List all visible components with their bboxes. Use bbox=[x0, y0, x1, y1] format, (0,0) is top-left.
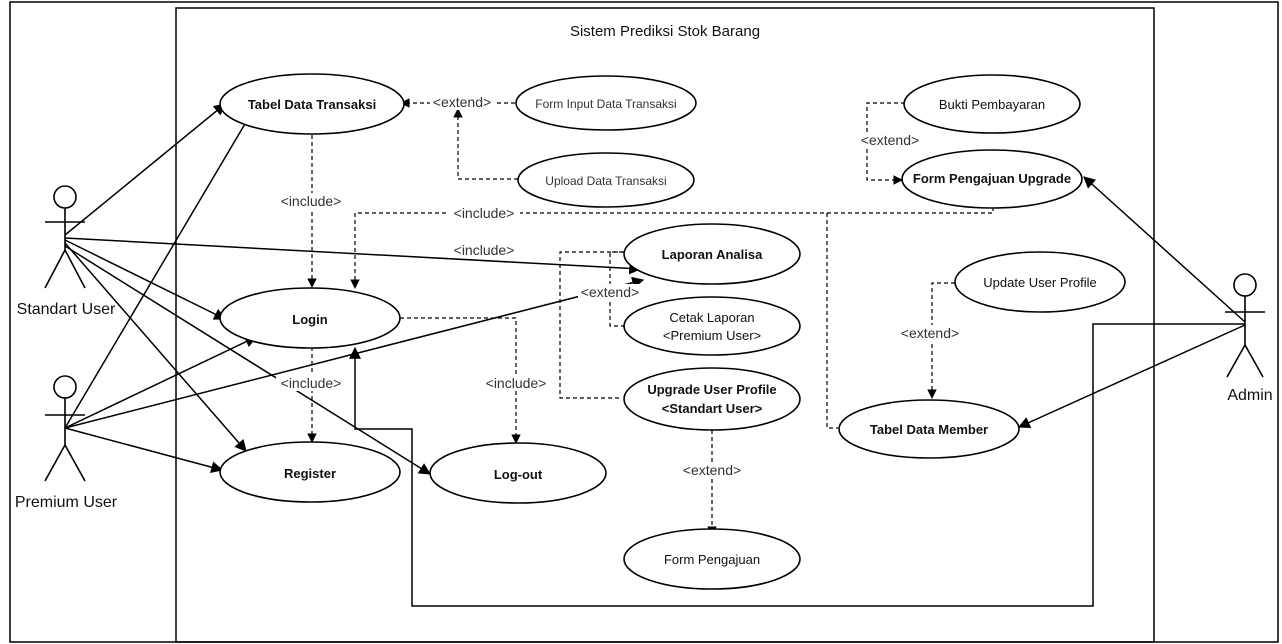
svg-text:Form Pengajuan: Form Pengajuan bbox=[664, 552, 760, 567]
label-include-login-register: <include> bbox=[276, 375, 346, 391]
assoc-std-log-out bbox=[64, 245, 432, 475]
svg-text:Login: Login bbox=[292, 312, 327, 327]
actor-admin-label: Admin bbox=[1227, 387, 1272, 404]
use-case-upgrade-user-profile[interactable]: Upgrade User Profile <Standart User> bbox=[623, 367, 801, 431]
assoc-admin-tabel-data-member bbox=[1017, 324, 1246, 429]
svg-text:Update User Profile: Update User Profile bbox=[983, 275, 1096, 290]
assoc-admin-login bbox=[349, 323, 1245, 607]
svg-text:<extend>: <extend> bbox=[433, 94, 491, 110]
svg-text:<extend>: <extend> bbox=[901, 325, 959, 341]
assoc-std-laporan-analisa bbox=[64, 237, 642, 275]
assoc-std-tabel-data-transaksi bbox=[64, 103, 226, 236]
actor-standard-user-label: Standart User bbox=[17, 301, 116, 318]
svg-text:Cetak Laporan: Cetak Laporan bbox=[669, 310, 754, 325]
label-include-upgrade-login: <include> bbox=[448, 205, 520, 221]
assoc-prem-tabel-data-transaksi bbox=[64, 105, 256, 429]
assoc-prem-register bbox=[64, 427, 224, 474]
label-extend-tabel: <extend> bbox=[430, 94, 494, 110]
label-include-laporan: <include> bbox=[448, 242, 520, 258]
svg-text:<include>: <include> bbox=[454, 205, 515, 221]
svg-text:<include>: <include> bbox=[281, 375, 342, 391]
include-tabel-member-dashed bbox=[826, 213, 838, 429]
use-case-form-pengajuan-upgrade[interactable]: Form Pengajuan Upgrade bbox=[901, 149, 1083, 209]
extend-update-to-tabel-member bbox=[927, 282, 955, 399]
svg-text:Form Pengajuan Upgrade: Form Pengajuan Upgrade bbox=[913, 171, 1071, 186]
svg-text:<Standart User>: <Standart User> bbox=[662, 401, 763, 416]
svg-text:Laporan Analisa: Laporan Analisa bbox=[662, 247, 763, 262]
system-boundary bbox=[175, 7, 1155, 643]
use-case-register[interactable]: Register bbox=[219, 441, 401, 503]
actor-admin: Admin bbox=[1225, 273, 1273, 404]
system-title: Sistem Prediksi Stok Barang bbox=[570, 23, 760, 40]
use-case-upload-data-transaksi[interactable]: Upload Data Transaksi bbox=[517, 152, 695, 208]
svg-text:Log-out: Log-out bbox=[494, 467, 543, 482]
actor-premium-user-label: Premium User bbox=[15, 494, 118, 511]
use-case-bukti-pembayaran[interactable]: Bukti Pembayaran bbox=[903, 74, 1081, 134]
use-case-form-input-data-transaksi[interactable]: Form Input Data Transaksi bbox=[515, 75, 697, 131]
svg-text:Tabel Data Transaksi: Tabel Data Transaksi bbox=[248, 97, 376, 112]
extend-upload-to-tabel bbox=[453, 108, 518, 180]
label-extend-update-member: <extend> bbox=[898, 325, 962, 341]
assoc-std-register bbox=[64, 242, 247, 452]
label-extend-cetak: <extend> bbox=[578, 284, 642, 300]
label-include-tabel-login: <include> bbox=[276, 193, 346, 209]
use-case-cetak-laporan[interactable]: Cetak Laporan <Premium User> bbox=[623, 296, 801, 356]
svg-text:<include>: <include> bbox=[454, 242, 515, 258]
svg-text:<include>: <include> bbox=[486, 375, 547, 391]
use-case-laporan-analisa[interactable]: Laporan Analisa bbox=[623, 223, 801, 285]
use-case-update-user-profile[interactable]: Update User Profile bbox=[954, 251, 1126, 313]
label-extend-bukti: <extend> bbox=[858, 132, 922, 148]
svg-text:<extend>: <extend> bbox=[861, 132, 919, 148]
label-extend-form-pengajuan: <extend> bbox=[680, 462, 744, 478]
assoc-std-login bbox=[64, 239, 227, 320]
svg-text:Bukti Pembayaran: Bukti Pembayaran bbox=[939, 97, 1045, 112]
include-form-upgrade-to-login bbox=[350, 207, 994, 289]
label-include-login-logout: <include> bbox=[480, 375, 552, 391]
include-laporan-dashed bbox=[559, 251, 625, 399]
svg-text:<include>: <include> bbox=[281, 193, 342, 209]
svg-text:Upgrade User Profile: Upgrade User Profile bbox=[647, 382, 776, 397]
actor-standard-user: Standart User bbox=[17, 185, 116, 318]
use-case-login[interactable]: Login bbox=[219, 287, 401, 349]
svg-text:Register: Register bbox=[284, 466, 336, 481]
svg-text:<extend>: <extend> bbox=[581, 284, 639, 300]
svg-text:<extend>: <extend> bbox=[683, 462, 741, 478]
assoc-prem-login bbox=[64, 336, 258, 429]
svg-text:Tabel Data Member: Tabel Data Member bbox=[870, 422, 988, 437]
svg-text:Form Input Data Transaksi: Form Input Data Transaksi bbox=[535, 97, 676, 111]
svg-text:<Premium User>: <Premium User> bbox=[663, 328, 761, 343]
svg-text:Upload Data Transaksi: Upload Data Transaksi bbox=[545, 174, 666, 188]
use-case-form-pengajuan[interactable]: Form Pengajuan bbox=[623, 528, 801, 590]
assoc-admin-form-pengajuan-upgrade bbox=[1083, 176, 1246, 323]
use-case-tabel-data-member[interactable]: Tabel Data Member bbox=[838, 399, 1020, 459]
actor-premium-user: Premium User bbox=[15, 375, 118, 511]
use-case-tabel-data-transaksi[interactable]: Tabel Data Transaksi bbox=[219, 73, 405, 135]
use-case-log-out[interactable]: Log-out bbox=[429, 442, 607, 504]
include-login-to-logout bbox=[400, 317, 521, 444]
